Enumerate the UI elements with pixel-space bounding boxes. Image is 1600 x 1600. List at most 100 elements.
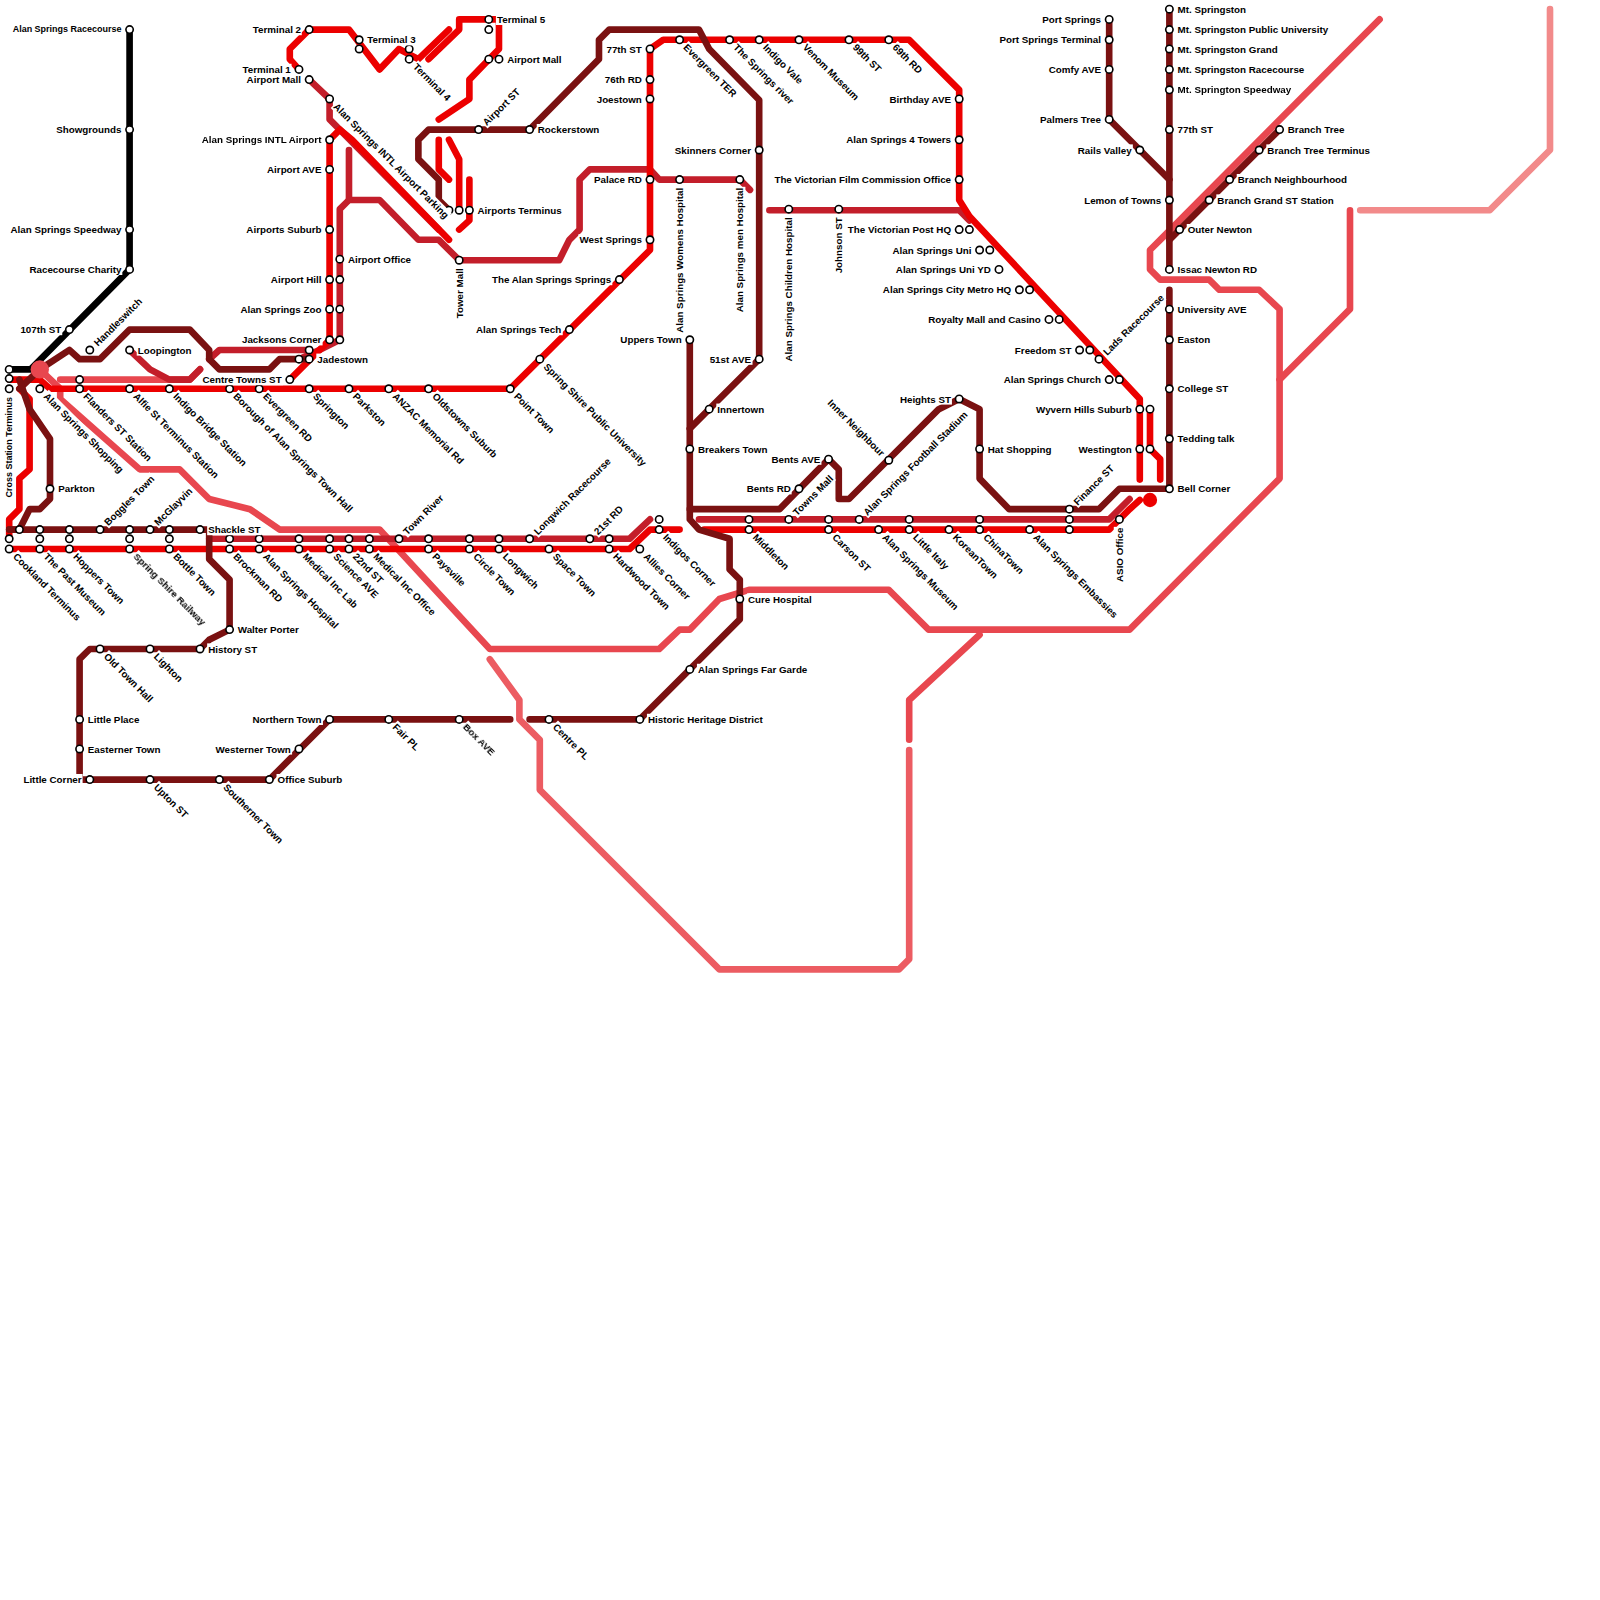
station-label: Alan Springs Womens Hospital	[674, 187, 685, 334]
station-label: Mt. Springton Speedway	[1177, 84, 1293, 95]
station-dot	[646, 236, 653, 243]
station-dot	[956, 395, 963, 402]
station-dot	[425, 385, 432, 392]
station-dot	[507, 385, 514, 392]
station-dot	[736, 176, 743, 183]
station-dot	[1106, 116, 1113, 123]
station-label: Cure Hospital	[747, 593, 813, 604]
station-dot	[66, 526, 73, 533]
station-dot	[825, 456, 832, 463]
station-dot	[1066, 526, 1073, 533]
station-dot	[76, 745, 83, 752]
station-dot	[126, 535, 133, 542]
station-label: ANZAC Memorial Rd	[390, 390, 467, 467]
station-dot	[1066, 506, 1073, 513]
station-dot	[1056, 316, 1063, 323]
station-label: Joestown	[596, 93, 643, 104]
station-dot	[1206, 196, 1213, 203]
station-dot	[336, 336, 343, 343]
station-dot	[656, 526, 663, 533]
station-dot	[6, 545, 13, 552]
station-dot	[306, 26, 313, 33]
station-dot	[646, 76, 653, 83]
station-label: Loopington	[137, 344, 193, 355]
station-dot	[366, 535, 373, 542]
station-dot	[395, 535, 402, 542]
rail-line	[1280, 210, 1350, 379]
station-label: Alan Springs Football Stadium	[860, 408, 970, 518]
station-label: Boggles Town	[101, 472, 157, 528]
station-dot	[906, 526, 913, 533]
station-label: Mt. Springston Grand	[1177, 43, 1279, 54]
station-dot	[1166, 6, 1173, 13]
station-dot	[425, 545, 432, 552]
station-dot	[1166, 26, 1173, 33]
station-label: College ST	[1177, 383, 1230, 394]
station-dot	[96, 526, 103, 533]
station-dot	[485, 16, 492, 23]
station-label: ASIO Office	[1114, 527, 1125, 583]
station-dot	[366, 545, 373, 552]
station-dot	[36, 535, 43, 542]
station-dot	[306, 346, 313, 353]
station-dot	[646, 176, 653, 183]
station-label: Easton	[1177, 334, 1212, 345]
station-label: Rockerstown	[537, 124, 601, 135]
station-dot	[1016, 286, 1023, 293]
station-dot	[676, 36, 683, 43]
station-dot	[146, 526, 153, 533]
station-label: Evergreen RD	[260, 390, 315, 445]
station-label: Centre Towns ST	[201, 374, 282, 385]
station-dot	[1116, 516, 1123, 523]
station-dot	[356, 45, 363, 52]
station-label: Mt. Springston	[1177, 4, 1248, 15]
rail-line	[9, 530, 510, 780]
station-dot	[306, 385, 313, 392]
station-label: Alan Springs Uni YD	[895, 264, 992, 275]
station-label: Parkston	[350, 390, 389, 429]
station-dot	[1226, 176, 1233, 183]
station-dot	[856, 516, 863, 523]
station-label: Town River	[400, 492, 446, 538]
station-label: Branch Grand ST Station	[1216, 194, 1334, 205]
station-dot	[885, 457, 892, 464]
station-dot	[295, 545, 302, 552]
station-dot	[126, 385, 133, 392]
station-dot	[466, 535, 473, 542]
station-dot	[686, 445, 693, 452]
station-dot	[1106, 36, 1113, 43]
station-dot	[976, 516, 983, 523]
station-label: Alan Springs Far Garde	[697, 664, 808, 675]
station-dot	[795, 36, 802, 43]
station-label: Office Suburb	[277, 774, 344, 785]
rail-line	[769, 210, 969, 220]
station-label: The Alan Springs Springs	[491, 274, 612, 285]
station-dot	[16, 526, 23, 533]
station-dot	[945, 526, 952, 533]
station-label: Palmers Tree	[1039, 114, 1102, 125]
station-label: Showgrounds	[55, 124, 122, 135]
station-dot	[745, 516, 752, 523]
station-dot	[66, 535, 73, 542]
station-dot	[606, 535, 613, 542]
station-dot	[1086, 346, 1093, 353]
station-dot	[76, 376, 83, 383]
station-dot	[875, 526, 882, 533]
station-label: Spring Shire Railway	[131, 550, 209, 628]
station-dot	[726, 36, 733, 43]
station-label: Alan Springs Children Hospital	[783, 216, 794, 362]
station-dot	[36, 545, 43, 552]
station-label: Port Springs Terminal	[998, 34, 1102, 45]
station-dot	[126, 226, 133, 233]
station-label: Freedom ST	[1014, 344, 1073, 355]
station-label: Alan Springs Uni	[892, 244, 973, 255]
station-label: Lads Racecourse	[1100, 291, 1167, 358]
station-dot	[306, 356, 313, 363]
rail-line	[418, 30, 759, 429]
interchange-hub	[1143, 493, 1157, 507]
station-label: Alan Springs men Hospital	[734, 187, 745, 314]
rail-line	[9, 40, 1140, 480]
station-label: Southerner Town	[220, 781, 286, 847]
station-dot	[906, 516, 913, 523]
station-dot	[96, 645, 103, 652]
